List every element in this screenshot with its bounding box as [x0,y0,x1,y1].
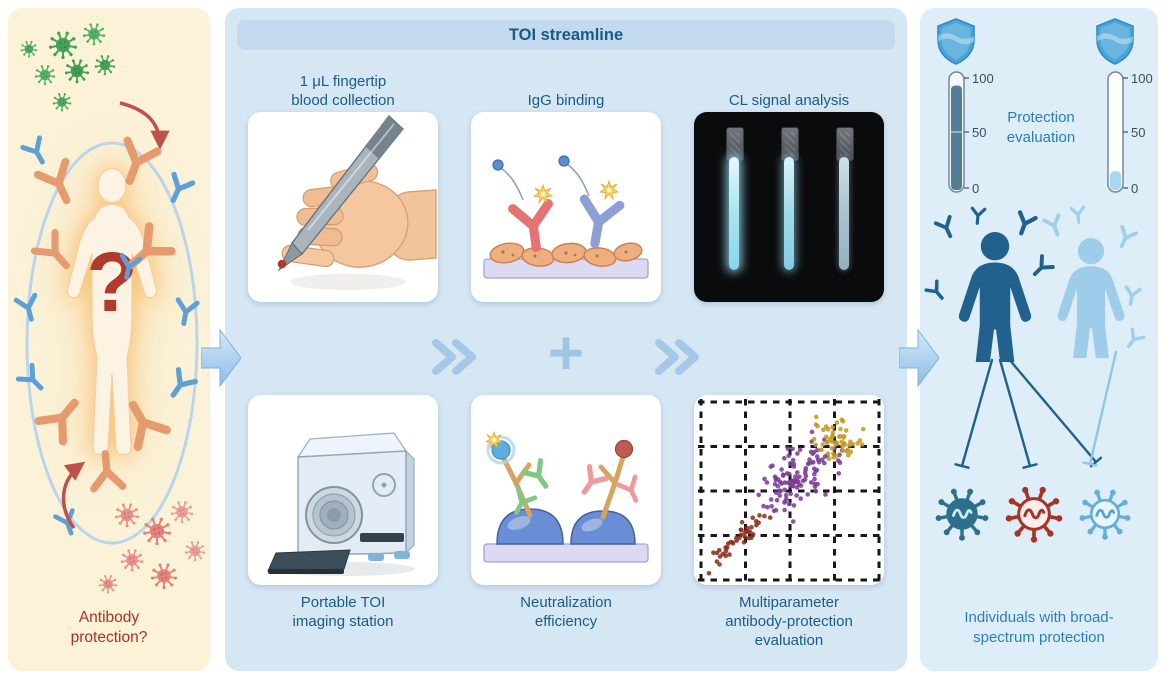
label-imaging-station: Portable TOI imaging station [292,594,394,631]
person-icon-strong [958,232,1032,362]
label-blood-collection: 1 μL fingertip blood collection [291,72,395,109]
antibody-icon-blue [577,199,620,247]
inhibition-lines-dark [954,356,1103,469]
virus-icon-light [1078,487,1132,541]
antibody-icon-pink [618,477,644,505]
protection-gauge-right [1107,71,1128,193]
card-neutralization [471,395,661,585]
virus-icon-dark [934,486,990,542]
person-icon-weak [1057,238,1125,359]
protection-gauge-left [948,71,969,193]
igg-binding-illustration [483,155,649,279]
flow-arrow-icon [201,328,241,388]
pink-virus-cluster-icon [98,500,206,594]
tag-bead-icon [492,159,504,171]
right-caption: Individuals with broad-spectrum protecti… [964,609,1114,646]
left-caption-text: Antibody protection? [70,609,148,647]
infection-arrow-bottom-icon [61,461,86,530]
tag-bead-icon [558,155,570,167]
imaging-station-icon [267,432,415,576]
tick-label-100-right: 100 [1131,71,1153,86]
spike-stalk-icon [500,454,626,520]
protection-evaluation-label: Protection evaluation [1006,109,1076,146]
label-igg-binding: IgG binding [527,91,605,109]
label-neutralization: Neutralization efficiency [520,594,612,631]
neutralization-illustration [483,431,649,563]
infection-arrow-top-icon [119,101,170,150]
inhibition-line-light [1082,350,1118,467]
imaging-station-illustration [267,432,415,576]
chevron-right-icon [432,339,476,375]
scatter-plot [698,399,881,582]
label-multiparameter: Multiparameter antibody-protection evalu… [725,594,853,650]
neutralization-icon [483,431,649,563]
shield-icon-right [1096,18,1134,65]
virus-icon-red [1004,484,1064,544]
right-panel: 100 50 0 100 50 0 Protection evaluation … [920,8,1158,671]
igg-binding-icon [483,155,649,279]
left-caption: Antibody protection? [8,608,210,649]
green-virus-cluster-icon [20,22,116,112]
chevron-right-icon [655,339,699,375]
card-multiparameter [694,395,884,585]
card-imaging-station [248,395,438,585]
virus-sphere-red-icon [614,439,634,459]
card-cl-signal [694,112,884,302]
right-illustration [924,18,1146,544]
antibody-icon-pink [513,204,554,251]
middle-panel: TOI streamline 1 μL fingertip blood coll… [225,8,907,671]
scatter-points [706,414,866,576]
left-panel: ? [8,8,210,671]
test-strip-dim [836,112,854,302]
label-cl-signal: CL signal analysis [728,91,850,109]
blood-collection-illustration [277,115,437,290]
tick-label-50-right: 50 [1131,125,1146,140]
blood-drop-icon [277,259,287,269]
test-strip-bright [726,112,744,302]
cl-star-icon [599,180,619,200]
protection-ellipse [25,141,199,545]
flow-arrow-icon [899,328,939,388]
tick-label-0-left: 0 [972,181,980,196]
toi-streamline-title: TOI streamline [237,20,895,50]
tick-label-50-left: 50 [972,125,987,140]
pipette-icon [277,115,404,272]
card-igg-binding [471,112,661,302]
plus-icon: + [547,319,585,388]
shield-icon-left [937,18,975,65]
question-mark: ? [86,235,137,329]
tick-label-0-right: 0 [1131,181,1139,196]
test-strip-medium [781,112,799,302]
card-blood-collection [248,112,438,302]
dashed-grid [698,399,881,582]
left-illustration: ? [8,22,206,594]
tick-label-100-left: 100 [972,71,994,86]
